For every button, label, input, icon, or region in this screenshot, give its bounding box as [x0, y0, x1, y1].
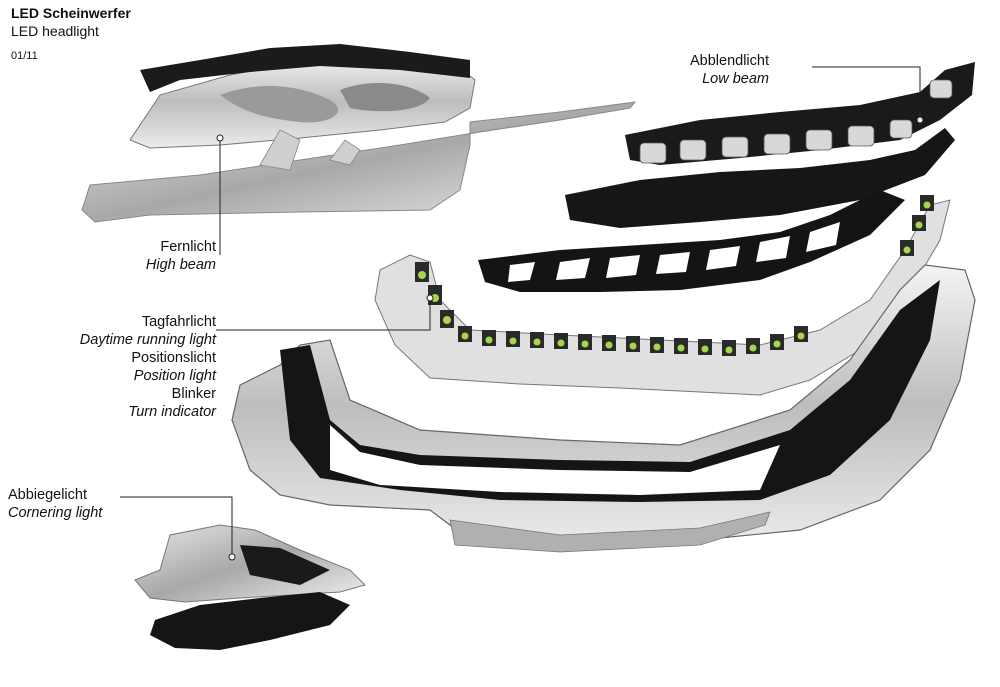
- label-cornering: Abbiegelicht Cornering light: [8, 486, 102, 522]
- label-turn-en: Turn indicator: [128, 404, 216, 420]
- label-low-beam-de: Abblendlicht: [690, 53, 769, 69]
- label-low-beam: Abblendlicht Low beam: [690, 52, 769, 88]
- leader-low-beam: [812, 66, 921, 118]
- label-cornering-de: Abbiegelicht: [8, 487, 87, 503]
- low-beam-module: [478, 62, 975, 292]
- label-cornering-en: Cornering light: [8, 505, 103, 521]
- label-high-beam-en: High beam: [145, 257, 216, 273]
- label-drl-de: Tagfahrlicht: [141, 314, 216, 330]
- label-high-beam: Fernlicht High beam: [116, 238, 216, 274]
- cornering-light-module: [134, 524, 366, 650]
- label-drl-group: Tagfahrlicht Daytime running light Posit…: [40, 313, 216, 421]
- label-low-beam-en: Low beam: [702, 71, 769, 87]
- leader-lines: [120, 66, 921, 555]
- main-housing: [231, 264, 976, 553]
- label-position-en: Position light: [133, 368, 216, 384]
- header: LED Scheinwerfer LED headlight 01/11: [11, 4, 131, 63]
- label-turn-de: Blinker: [171, 386, 216, 402]
- leader-cornering: [120, 496, 233, 555]
- high-beam-module: [81, 44, 637, 223]
- label-high-beam-de: Fernlicht: [160, 239, 216, 255]
- drl-led-strip: [374, 195, 951, 396]
- label-position-de: Positionslicht: [131, 350, 216, 366]
- page-number: 01/11: [11, 50, 38, 62]
- leader-drl: [216, 300, 431, 331]
- label-drl-en: Daytime running light: [79, 332, 216, 348]
- page-title: LED Scheinwerfer: [11, 5, 131, 21]
- page-subtitle: LED headlight: [11, 23, 99, 39]
